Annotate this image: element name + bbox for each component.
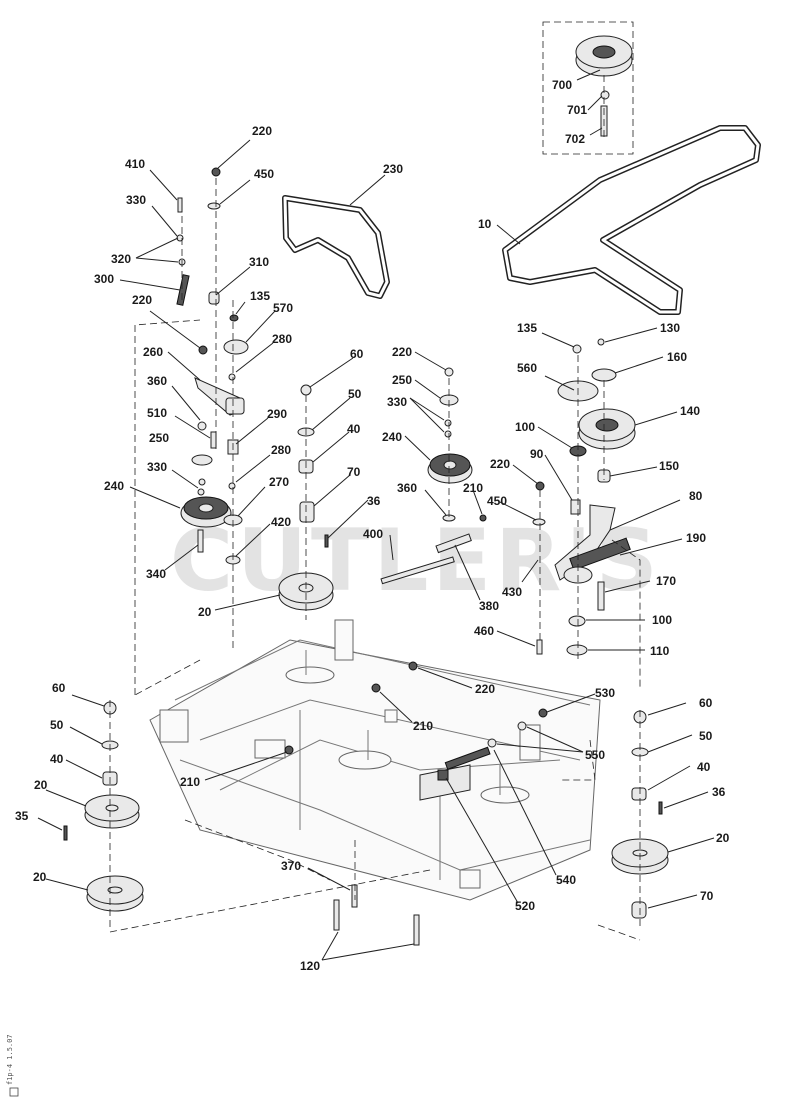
callout-label: 400 [363,527,383,541]
callout-label: 20 [34,778,48,792]
callout-label: 160 [667,350,687,364]
callout-label: 360 [147,374,167,388]
callout-label: 330 [147,460,167,474]
callout-label: 130 [660,321,680,335]
callout-label: 70 [700,889,714,903]
callout-label: 150 [659,459,679,473]
callout-label: 110 [650,644,670,658]
callout-label: 36 [367,494,381,508]
callout-label: 560 [517,361,537,375]
callout-label: 170 [656,574,676,588]
callout-label: 220 [132,293,152,307]
corner-mark [9,1087,19,1097]
callout-label: 310 [249,255,269,269]
callout-label: 210 [180,775,200,789]
drawing-code: f1p-4 1.5.07 [6,1034,14,1085]
callout-label: 220 [392,345,412,359]
callout-label: 530 [595,686,615,700]
mower-deck-housing [149,619,601,901]
inset-box [542,21,634,155]
callout-label: 570 [273,301,293,315]
callout-label: 60 [699,696,713,710]
callout-label: 260 [143,345,163,359]
callout-label: 320 [111,252,131,266]
callout-label: 701 [567,103,587,117]
callout-label: 250 [149,431,169,445]
callout-label: 50 [50,718,64,732]
callout-label: 520 [515,899,535,913]
callout-label: 100 [515,420,535,434]
callout-label: 700 [552,78,572,92]
callout-label: 430 [502,585,522,599]
leader-lines [37,69,715,961]
callout-label: 240 [104,479,124,493]
callout-label: 10 [478,217,492,231]
callout-label: 70 [347,465,361,479]
callout-label: 20 [716,831,730,845]
callout-label: 290 [267,407,287,421]
callout-label: 135 [517,321,537,335]
callout-label: 340 [146,567,166,581]
callout-label: 140 [680,404,700,418]
callout-label: 330 [387,395,407,409]
callout-label: 380 [479,599,499,613]
callout-label: 20 [198,605,212,619]
callout-label: 50 [699,729,713,743]
callout-label: 330 [126,193,146,207]
callout-label: 120 [300,959,320,973]
callout-label: 250 [392,373,412,387]
callout-label: 20 [33,870,47,884]
callout-label: 210 [413,719,433,733]
callout-label: 80 [689,489,703,503]
callout-label: 50 [348,387,362,401]
drive-belt-230 [282,195,390,299]
callout-labels: 220 450 230 410 330 320 310 300 135 570 … [15,78,730,973]
callout-label: 220 [490,457,510,471]
callout-label: 420 [271,515,291,529]
callout-label: 510 [147,406,167,420]
callout-label: 35 [15,809,29,823]
callout-label: 280 [271,443,291,457]
callout-label: 220 [475,682,495,696]
callout-label: 280 [272,332,292,346]
callout-label: 40 [347,422,361,436]
drive-belt-10 [502,125,761,315]
callout-label: 36 [712,785,726,799]
callout-label: 220 [252,124,272,138]
callout-label: 410 [125,157,145,171]
callout-label: 702 [565,132,585,146]
callout-label: 230 [383,162,403,176]
centerlines [109,75,641,941]
callout-label: 460 [474,624,494,638]
callout-label: 360 [397,481,417,495]
callout-label: 210 [463,481,483,495]
callout-label: 370 [281,859,301,873]
callout-label: 40 [50,752,64,766]
callout-label: 300 [94,272,114,286]
callout-label: 40 [697,760,711,774]
callout-label: 550 [585,748,605,762]
callout-label: 100 [652,613,672,627]
callout-label: 60 [52,681,66,695]
callout-label: 135 [250,289,270,303]
callout-label: 90 [530,447,544,461]
callout-label: 540 [556,873,576,887]
callout-label: 450 [254,167,274,181]
callout-label: 240 [382,430,402,444]
callout-label: 270 [269,475,289,489]
callout-label: 190 [686,531,706,545]
callout-label: 60 [350,347,364,361]
callout-label: 450 [487,494,507,508]
inset-pulley-700 [575,35,633,137]
